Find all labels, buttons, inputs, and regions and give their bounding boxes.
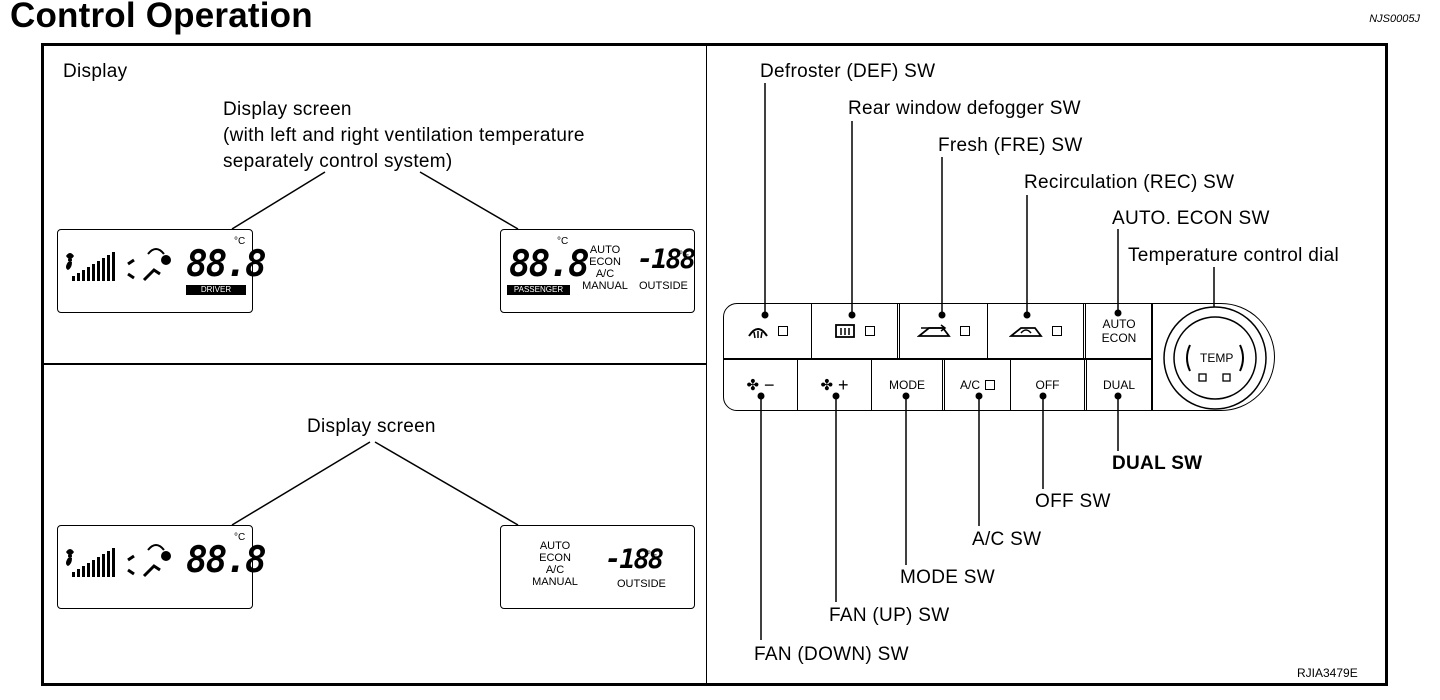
vertical-divider [706,46,707,683]
outside-temp-digits: -188 [605,544,664,575]
fresh-air-icon [917,324,951,337]
mode-indicators: AUTO ECON A/C MANUAL [527,540,583,588]
outside-fahrenheit-unit: °F [679,250,690,261]
passenger-temp-digits: 88.8 [509,244,590,285]
passenger-celsius-unit: °C [557,236,569,247]
auto-label: AUTO [1102,317,1136,331]
econ-label: ECON [1101,331,1137,345]
horizontal-divider [44,363,706,365]
passenger-lcd-dual: 88.8 °C PASSENGER AUTO ECON A/C MANUAL -… [500,229,696,313]
recirc-indicator [1052,326,1062,336]
figure-id: RJIA3479E [1297,666,1358,680]
callout-fresh-sw: Fresh (FRE) SW [938,135,1083,156]
bottom-display-label: Display screen [307,416,436,437]
fan-bar-graph-icon [66,248,171,282]
auto-econ-button[interactable]: AUTO ECON [1087,304,1151,358]
outside-fahrenheit-unit: °F [647,550,658,561]
fan-plus-label: + [838,374,849,395]
outside-label: OUTSIDE [639,280,688,292]
callout-fan-up-sw: FAN (UP) SW [829,605,950,626]
mode-indicators: AUTO ECON A/C MANUAL [577,244,633,292]
fan-up-button[interactable]: ✤ + [798,360,872,410]
callout-rear-defogger-sw: Rear window defogger SW [848,98,1081,119]
airflow-mode-icon [127,258,161,282]
passenger-badge: PASSENGER [507,285,570,295]
outside-lcd-single: AUTO ECON A/C MANUAL -188 °F OUTSIDE [500,525,695,609]
def-indicator [778,326,788,336]
top-display-label-line1: Display screen [223,99,352,120]
rear-defogger-indicator [865,326,875,336]
driver-temp-digits: 88.8 [186,244,267,285]
callout-def-sw: Defroster (DEF) SW [760,61,936,82]
driver-lcd-single: 88.8 °C [57,525,267,609]
recirculation-icon [1009,327,1043,337]
top-display-label: Display screen (with left and right vent… [223,97,585,175]
control-panel [723,303,1275,411]
panel-row-divider [724,358,1152,360]
diagram-frame [41,43,1388,686]
mode-manual-text: MANUAL [532,576,578,588]
off-button[interactable]: OFF [1011,360,1087,410]
fan-minus-label: − [764,374,775,395]
driver-celsius-unit: °C [234,236,246,247]
mode-econ-text: ECON [589,256,621,268]
defroster-icon [748,328,768,339]
fan-bar-graph-icon [66,544,171,578]
page-title: Control Operation [10,0,313,35]
fresh-indicator [960,326,970,336]
fan-down-button[interactable]: ✤ − [724,360,798,410]
mode-ac-text: A/C [545,564,565,576]
driver-lcd-dual: 88.8 °C DRIVER [57,229,267,313]
ac-button[interactable]: A/C [945,360,1011,410]
callout-off-sw: OFF SW [1035,491,1111,512]
display-heading: Display [63,61,128,82]
driver-badge: DRIVER [186,285,246,295]
document-code: NJS0005J [1369,13,1420,25]
temperature-dial[interactable] [1160,303,1270,413]
mode-auto-text: AUTO [589,244,621,256]
single-temp-digits: 88.8 [186,540,267,581]
recirc-button[interactable] [988,304,1086,358]
panel-right-edge [1151,304,1153,410]
fan-icon: ✤ [820,377,834,394]
dual-button[interactable]: DUAL [1102,378,1135,392]
fresh-button[interactable] [900,304,988,358]
airflow-mode-icon [127,554,161,578]
callout-fan-down-sw: FAN (DOWN) SW [754,644,909,665]
rear-defogger-icon [835,324,855,338]
fan-icon: ✤ [746,377,760,394]
mode-auto-text: AUTO [539,540,571,552]
ac-label: A/C [959,378,980,392]
ac-indicator [985,380,995,390]
mode-manual-text: MANUAL [582,280,628,292]
outside-temp-digits: -188 [637,244,696,275]
mode-ac-text: A/C [595,268,615,280]
mode-econ-text: ECON [539,552,571,564]
callout-auto-econ-sw: AUTO. ECON SW [1112,208,1270,229]
callout-ac-sw: A/C SW [972,529,1042,550]
temp-dial-label: TEMP [1200,351,1234,365]
outside-label: OUTSIDE [617,578,666,590]
callout-recirc-sw: Recirculation (REC) SW [1024,172,1235,193]
callout-temp-dial: Temperature control dial [1128,245,1340,266]
single-celsius-unit: °C [234,532,246,543]
mode-button[interactable]: MODE [872,360,945,410]
rear-defogger-button[interactable] [812,304,900,358]
callout-dual-sw: DUAL SW [1112,453,1203,474]
callout-mode-sw: MODE SW [900,567,995,588]
top-display-label-line2: (with left and right ventilation tempera… [223,125,585,146]
top-display-label-line3: separately control system) [223,151,453,172]
def-button[interactable] [724,304,812,358]
